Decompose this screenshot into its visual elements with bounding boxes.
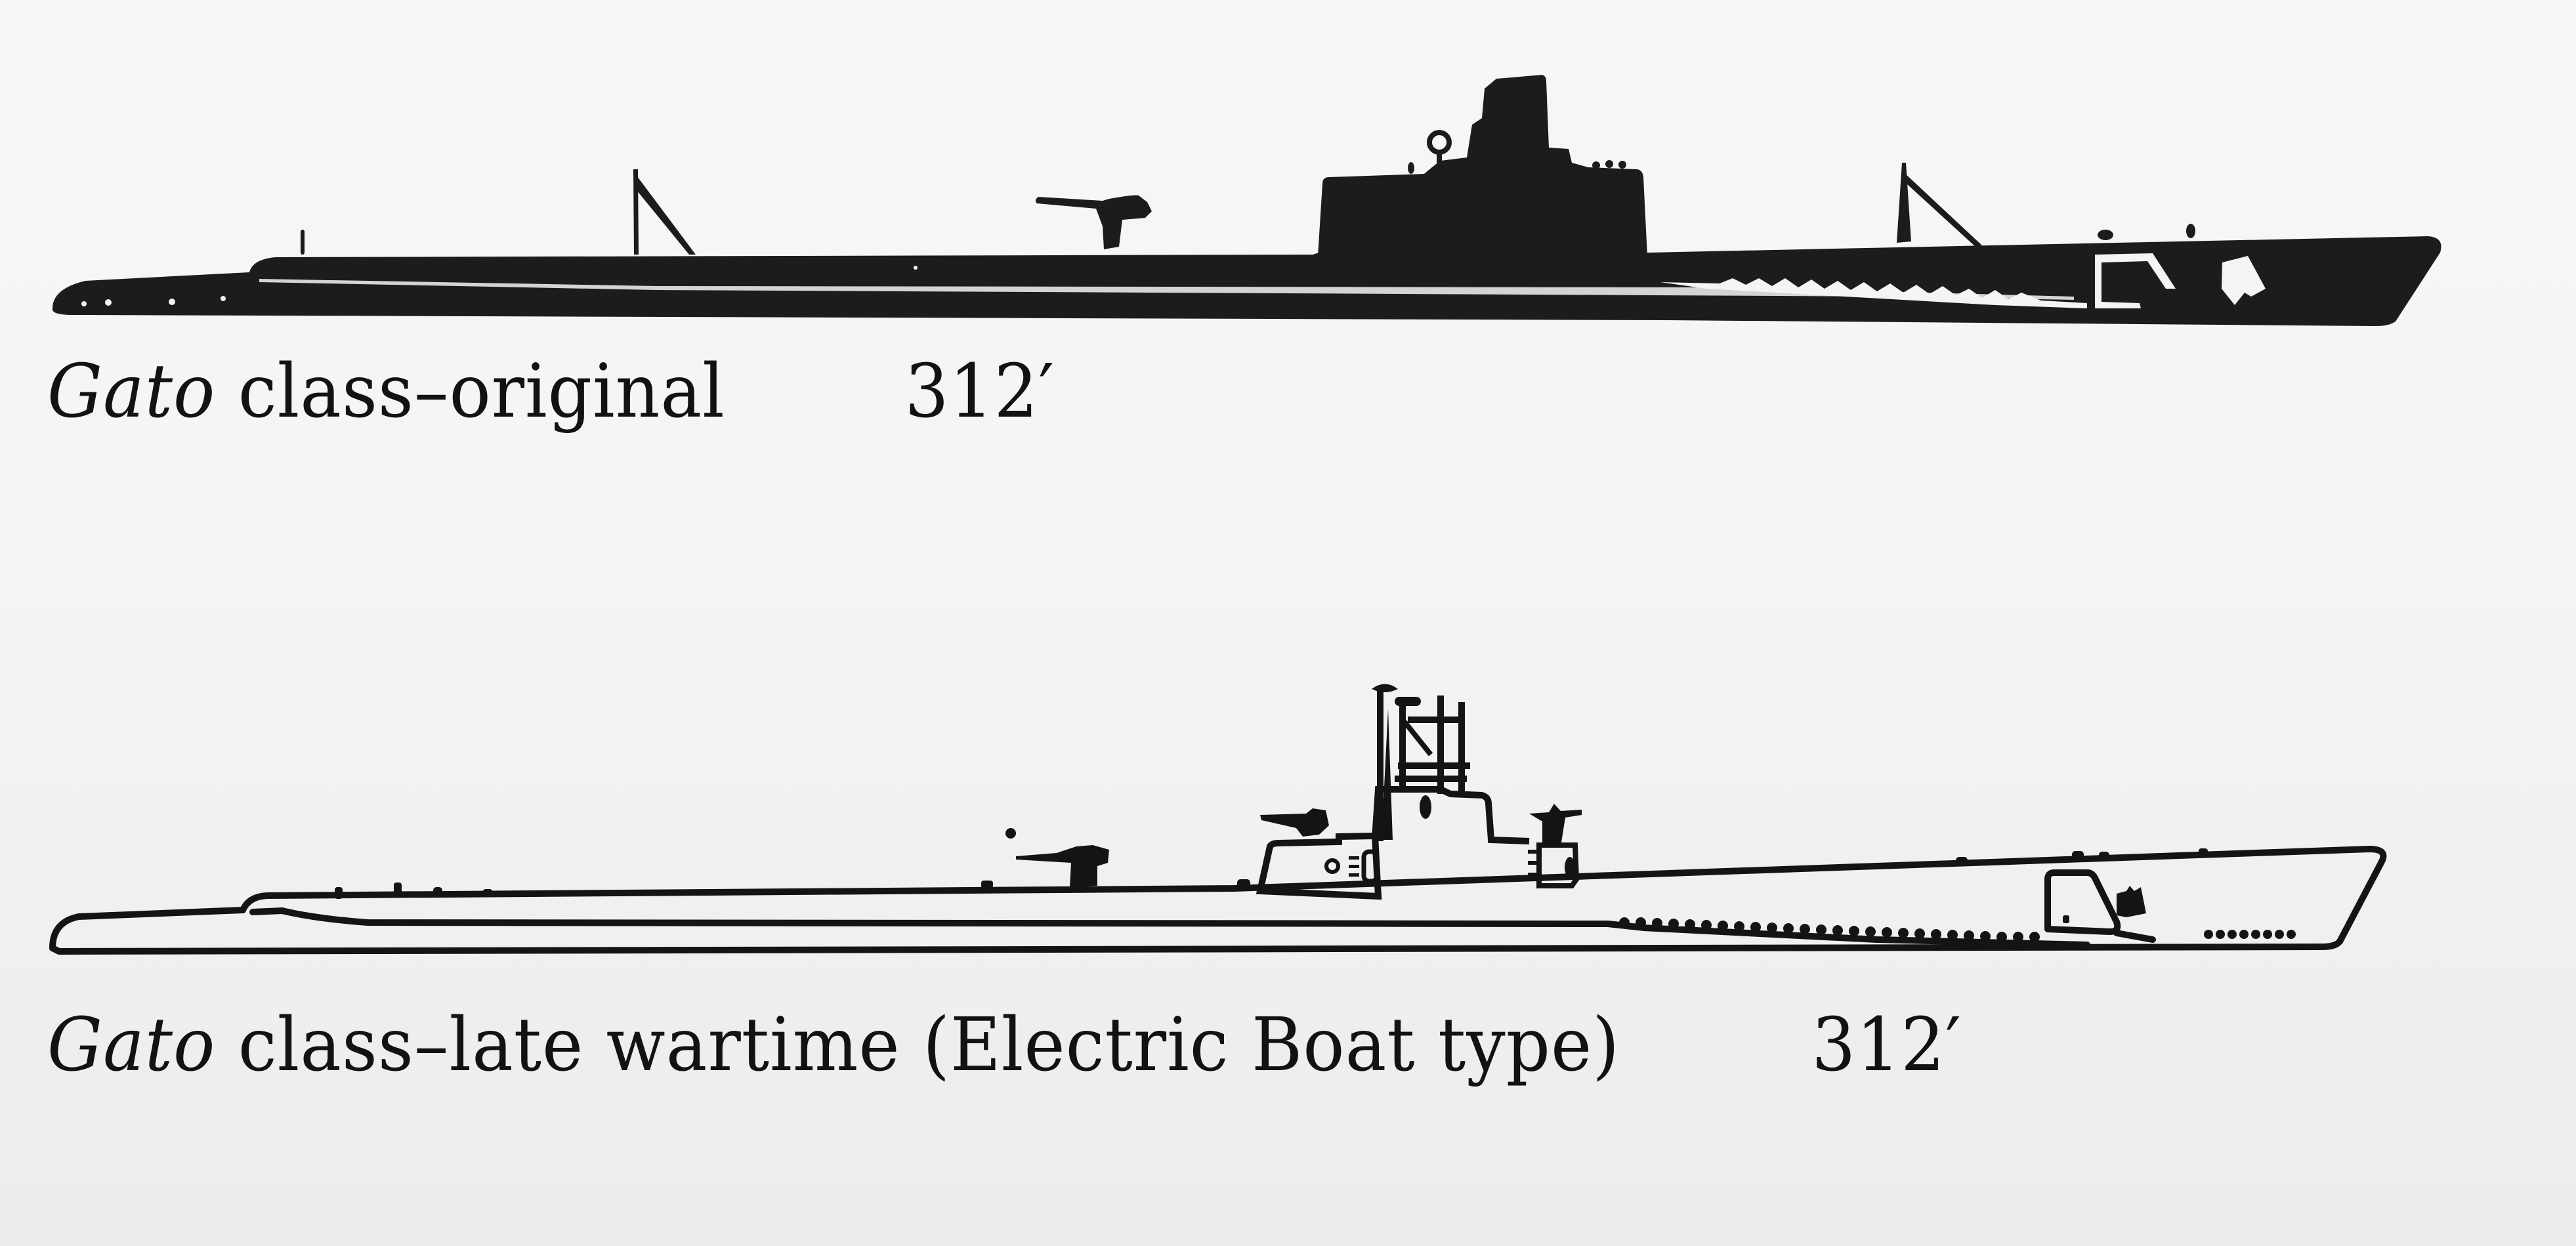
- length-label: 312′: [1811, 1003, 1962, 1088]
- silhouette-highlights: [81, 253, 2266, 308]
- caption-gato-late-wartime: Gato class–late wartime (Electric Boat t…: [47, 1003, 1961, 1088]
- caption-gato-original: Gato class–original 312′: [47, 349, 1054, 434]
- class-name: Gato: [47, 349, 216, 434]
- limber-holes: [1619, 917, 2296, 942]
- class-variant: class–original: [215, 349, 725, 434]
- length-label: 312′: [904, 349, 1055, 434]
- class-variant: class–late wartime (Electric Boat type): [215, 1003, 1620, 1088]
- submarine-original-silhouette: [52, 75, 2441, 326]
- submarine-late-wartime-outline: [49, 846, 2387, 955]
- class-name: Gato: [47, 1003, 216, 1088]
- late-wartime-details: [335, 684, 2296, 942]
